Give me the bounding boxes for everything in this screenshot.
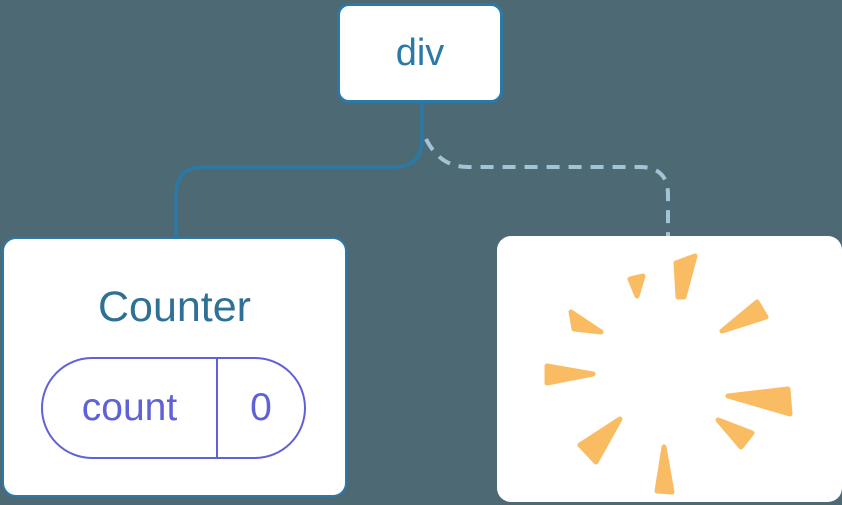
state-value-cell: 0 [216, 359, 304, 457]
counter-title: Counter [98, 282, 251, 331]
state-value: 0 [250, 386, 272, 429]
poof-spike [627, 273, 646, 299]
poof-spike [654, 444, 675, 495]
state-key-cell: count [43, 359, 216, 457]
poof-spike [719, 299, 769, 334]
div-node-label: div [395, 31, 445, 74]
counter-card: Counter count 0 [2, 237, 347, 497]
state-key-label: count [81, 386, 178, 429]
poof-spike [673, 253, 698, 300]
poof-card [497, 236, 842, 502]
poof-spike [725, 386, 793, 417]
poof-spike [544, 363, 596, 386]
state-pill: count 0 [41, 357, 306, 459]
poof-spike [577, 416, 623, 465]
poof-spike [568, 309, 604, 335]
poof-burst-icon [544, 253, 793, 495]
div-node: div [337, 3, 503, 103]
edge-div-to-poof [424, 138, 670, 237]
edge-div-to-counter [174, 102, 424, 238]
poof-spike [715, 417, 755, 450]
